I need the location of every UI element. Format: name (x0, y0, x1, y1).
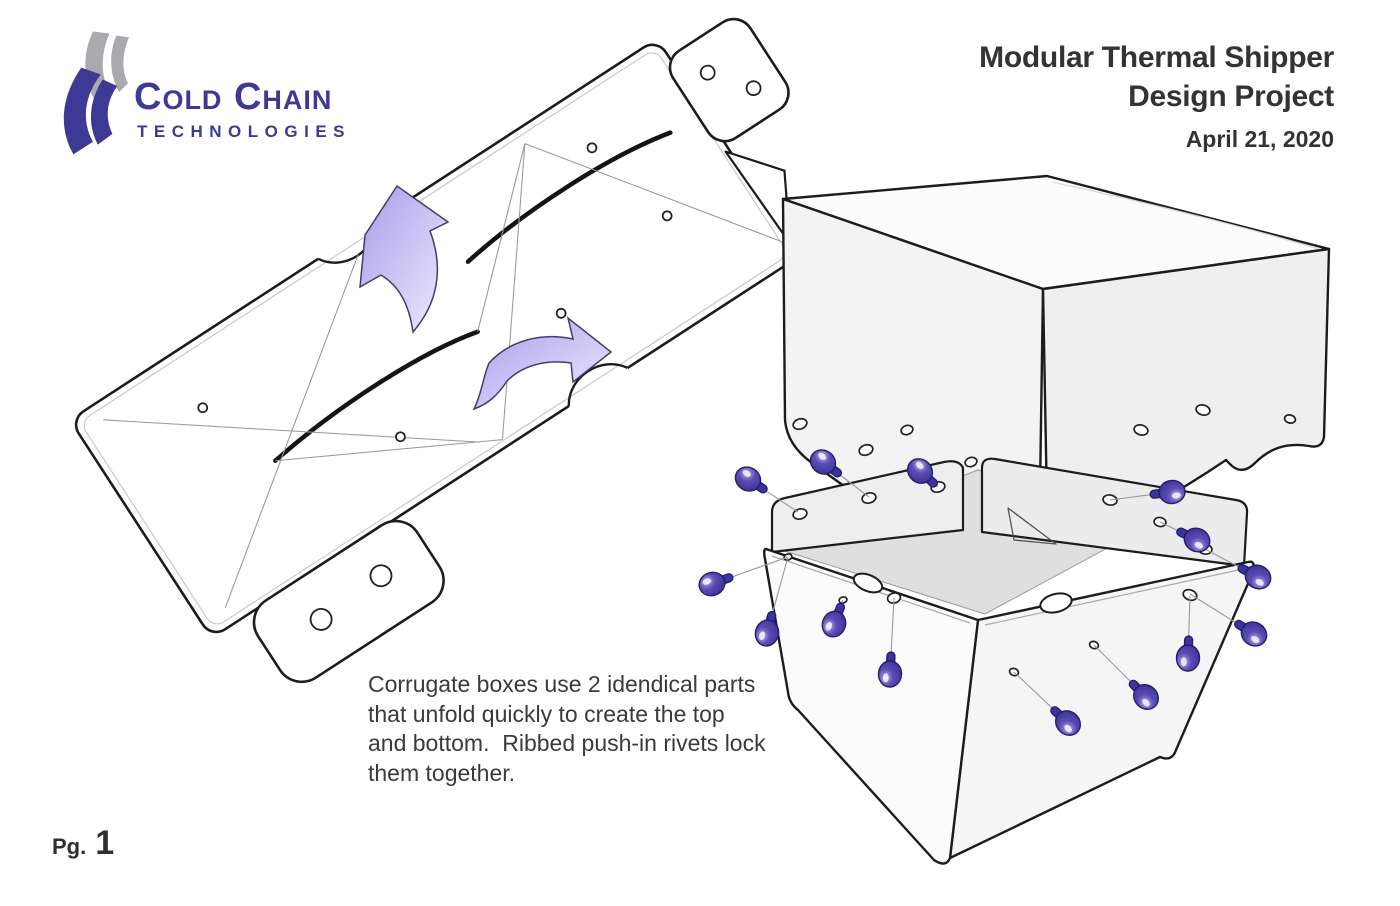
page-label: Pg. (52, 834, 87, 859)
push-rivet (1175, 635, 1201, 672)
page-number-block: Pg. 1 (52, 824, 114, 863)
company-logo: Cold Chain TECHNOLOGIES (52, 22, 351, 162)
flat-blank-drawing (74, 17, 794, 684)
push-rivet (1050, 706, 1082, 736)
push-rivet (1237, 563, 1272, 590)
push-rivet (1128, 679, 1159, 710)
push-rivet (877, 651, 903, 688)
tray-back-left-flap (770, 460, 965, 554)
blank-end-flap (252, 519, 445, 684)
doc-title-line2: Design Project (1128, 80, 1334, 113)
company-name: Cold Chain (134, 76, 333, 118)
push-rivet (906, 458, 939, 488)
push-rivet (1234, 619, 1268, 647)
page-number: 1 (95, 824, 115, 862)
push-rivet (754, 610, 780, 647)
blank-slot-cut (465, 130, 673, 264)
tray-back-right-flap (980, 457, 1249, 568)
blank-slot-cut (273, 329, 480, 464)
doc-title-line1: Modular Thermal Shipper (979, 41, 1334, 74)
tray-box-drawing (763, 457, 1256, 865)
company-subname: TECHNOLOGIES (137, 122, 352, 141)
title-block: Modular Thermal Shipper Design Project A… (979, 38, 1334, 153)
blank-holes (197, 64, 762, 631)
tray-right-face (948, 560, 1256, 860)
push-rivet (1149, 479, 1186, 505)
logo-swoosh-icon (63, 31, 130, 155)
push-rivet (734, 466, 768, 494)
fold-arrow-icon (359, 184, 450, 334)
blank-crease-lines (103, 143, 782, 608)
fold-arrow-icon (472, 316, 613, 411)
push-rivet (809, 449, 843, 478)
rim-notch (852, 572, 884, 594)
push-rivets (698, 449, 1272, 736)
push-rivet (698, 571, 734, 597)
doc-date: April 21, 2020 (1185, 126, 1334, 152)
tray-left-face (763, 547, 980, 865)
push-rivet (821, 602, 847, 638)
push-rivet (1176, 527, 1211, 553)
lid-holes (792, 404, 1297, 468)
caption-text: Corrugate boxes use 2 idendical parts th… (368, 671, 766, 786)
rim-notch (1039, 592, 1073, 614)
